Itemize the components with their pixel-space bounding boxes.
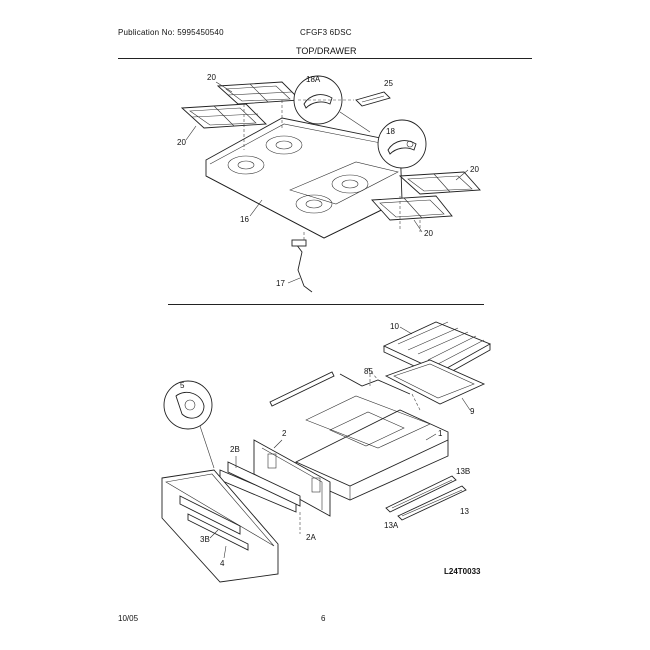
- drawer-panel: [253, 439, 331, 517]
- broiler-pan: [384, 359, 486, 405]
- publication-number: Publication No: 5995450540: [118, 28, 224, 37]
- callout-25: 25: [384, 79, 393, 88]
- header-rule: [118, 58, 532, 59]
- section-divider: [168, 304, 484, 305]
- top-leader-lines: [243, 99, 421, 232]
- callout-85: 85: [364, 367, 373, 376]
- left-burner-grates: [180, 81, 302, 129]
- callout-18A: 18A: [306, 75, 321, 84]
- callout-9: 9: [470, 407, 475, 416]
- callout-4: 4: [220, 559, 225, 568]
- detail-18: [377, 119, 427, 169]
- footer-date: 10/05: [118, 614, 139, 623]
- model-number: CFGF3 6DSC: [300, 28, 352, 37]
- callout-17: 17: [276, 279, 285, 288]
- drawing-code: L24T0033: [444, 567, 481, 576]
- footer-page-number: 6: [321, 614, 326, 623]
- callout-2: 2: [282, 429, 287, 438]
- callout-3B: 3B: [200, 535, 210, 544]
- callout-20b: 20: [177, 138, 186, 147]
- callout-20a: 20: [207, 73, 216, 82]
- cooktop: [205, 117, 403, 239]
- part-17: [291, 232, 313, 293]
- detail-5: [163, 380, 215, 469]
- callout-2B: 2B: [230, 445, 240, 454]
- callout-20d: 20: [424, 229, 433, 238]
- part-25-bracket: [355, 91, 391, 107]
- callout-1: 1: [438, 429, 443, 438]
- callout-18: 18: [386, 127, 395, 136]
- callout-5: 5: [180, 381, 185, 390]
- drawer-rails: [269, 371, 467, 521]
- drawer-front: [161, 469, 279, 583]
- callout-13: 13: [460, 507, 469, 516]
- callout-16: 16: [240, 215, 249, 224]
- callout-13B: 13B: [456, 467, 470, 476]
- callout-2A: 2A: [306, 533, 316, 542]
- part-85: [339, 373, 411, 395]
- callout-20c: 20: [470, 165, 479, 174]
- right-burner-grates: [371, 171, 481, 221]
- callout-13A: 13A: [384, 521, 399, 530]
- section-title: TOP/DRAWER: [296, 46, 357, 56]
- callout-10: 10: [390, 322, 399, 331]
- bottom-callouts: 10 85 9 5 2B 2 1 13B 13 13A 3B 4 2A L24T…: [180, 322, 481, 576]
- top-callouts: 20 20 18A 25 18 20 16 20 17: [177, 73, 479, 288]
- bottom-leader-lines: [299, 367, 421, 534]
